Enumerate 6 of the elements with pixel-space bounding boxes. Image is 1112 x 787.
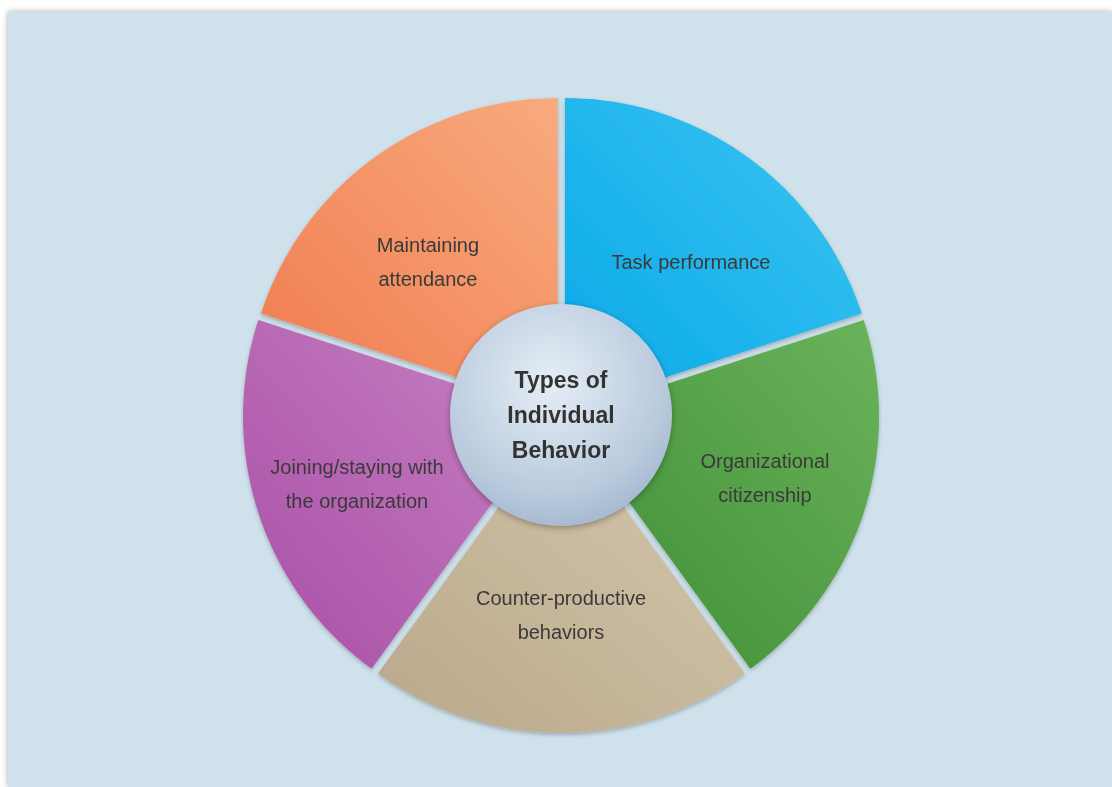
segment-label: Maintaining attendance [375, 233, 481, 292]
segment-label: Joining/staying with the organization [269, 455, 445, 514]
segment-label: Counter-productive behaviors [474, 586, 648, 645]
segment-label: Task performance [610, 250, 772, 275]
center-title: Types of Individual Behavior [506, 365, 616, 465]
segment-label: Organizational citizenship [699, 449, 831, 508]
